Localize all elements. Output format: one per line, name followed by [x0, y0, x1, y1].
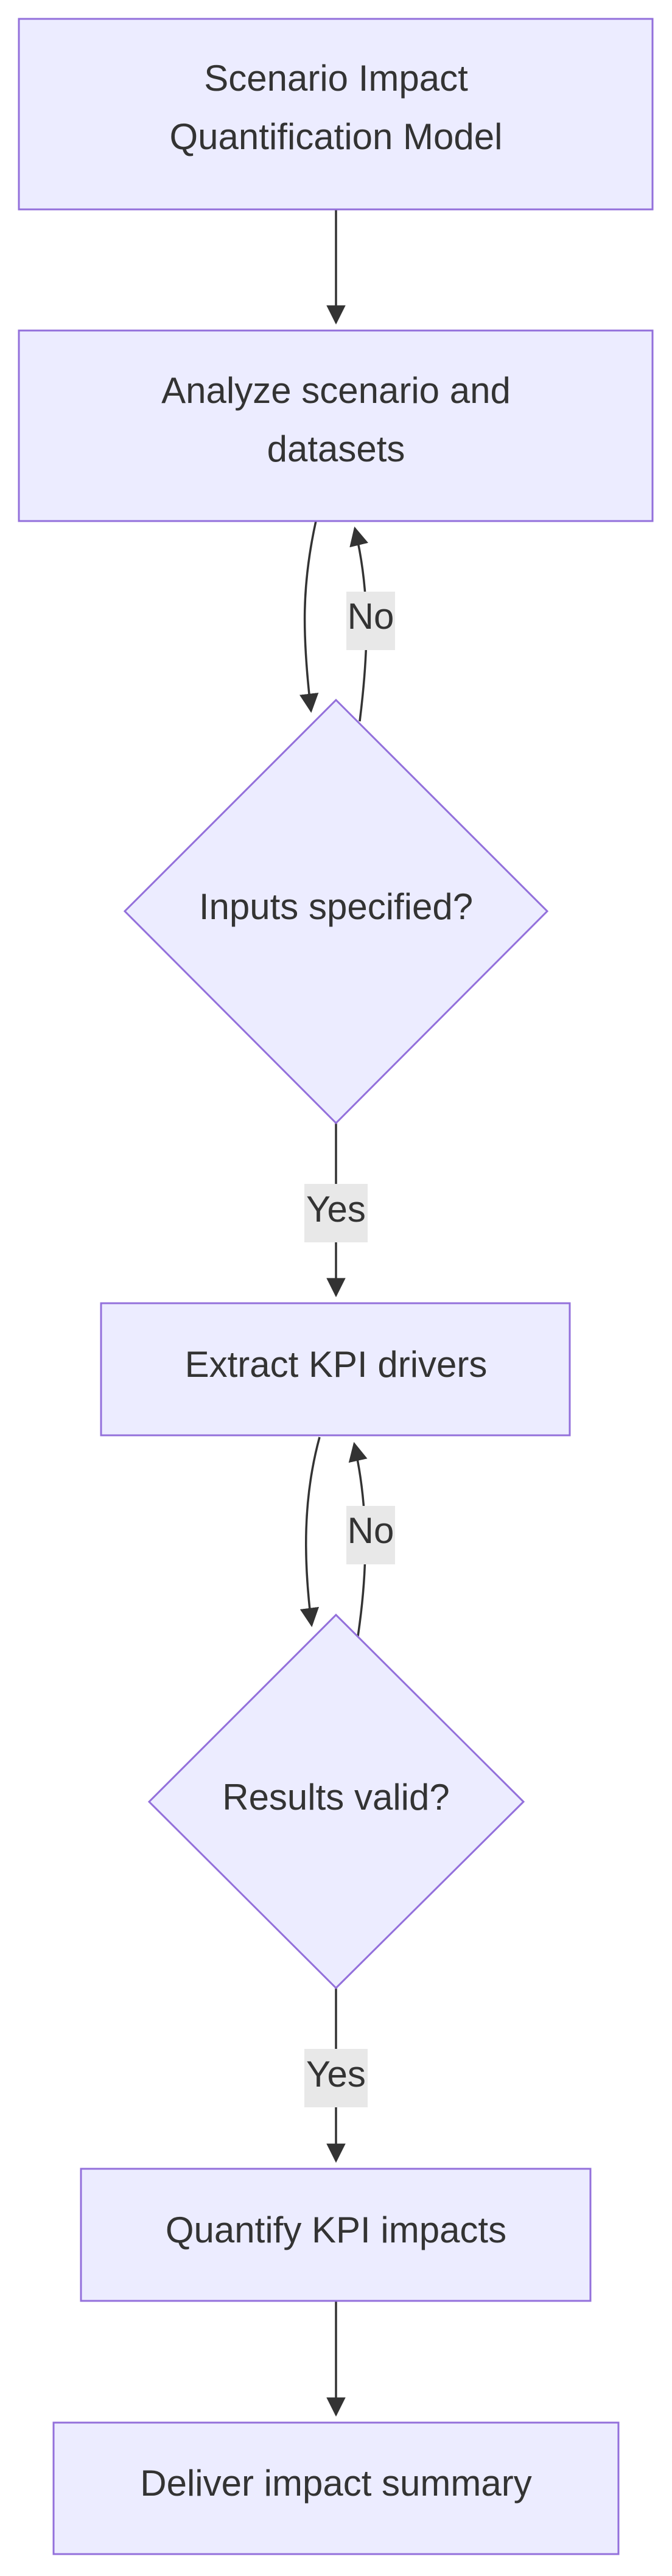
node-model-label-line-2: Quantification Model	[170, 116, 503, 157]
edge-extract-to-valid	[299, 1437, 321, 1628]
node-model: Scenario Impact Quantification Model	[18, 18, 654, 211]
node-deliver-box	[52, 2421, 620, 2555]
node-quantify: Quantify KPI impacts	[80, 2168, 592, 2302]
edge-label-valid-yes: Yes	[304, 2049, 368, 2107]
node-extract: Extract KPI drivers	[100, 1302, 571, 1437]
node-inputs-diamond	[123, 698, 549, 1125]
edge-label-valid-yes-text: Yes	[306, 2054, 366, 2095]
node-valid-diamond	[147, 1613, 525, 1990]
node-inputs-label: Inputs specified?	[199, 886, 473, 927]
node-model-box	[18, 18, 654, 211]
edge-label-valid-no-text: No	[348, 1510, 394, 1551]
node-quantify-label: Quantify KPI impacts	[166, 2210, 506, 2250]
node-deliver-label: Deliver impact summary	[140, 2463, 531, 2504]
edge-label-valid-no: No	[346, 1506, 395, 1564]
node-analyze: Analyze scenario and datasets	[18, 329, 654, 522]
node-valid-label: Results valid?	[222, 1777, 450, 1818]
node-analyze-box	[18, 329, 654, 522]
node-analyze-label-line-2: datasets	[267, 429, 405, 469]
node-deliver: Deliver impact summary	[52, 2421, 620, 2555]
edge-label-inputs-yes-text: Yes	[306, 1189, 366, 1230]
node-extract-label: Extract KPI drivers	[185, 1344, 488, 1385]
node-model-label-line-1: Scenario Impact	[204, 58, 468, 99]
node-quantify-box	[80, 2168, 592, 2302]
edge-analyze-to-inputs	[299, 520, 319, 713]
node-valid-decision: Results valid?	[147, 1613, 525, 1990]
node-extract-box	[100, 1302, 571, 1437]
edge-label-inputs-no: No	[346, 592, 395, 650]
edge-label-inputs-yes: Yes	[304, 1184, 368, 1242]
node-analyze-label-line-1: Analyze scenario and	[161, 370, 511, 411]
edge-label-inputs-no-text: No	[348, 596, 394, 637]
node-inputs-decision: Inputs specified?	[123, 698, 549, 1125]
